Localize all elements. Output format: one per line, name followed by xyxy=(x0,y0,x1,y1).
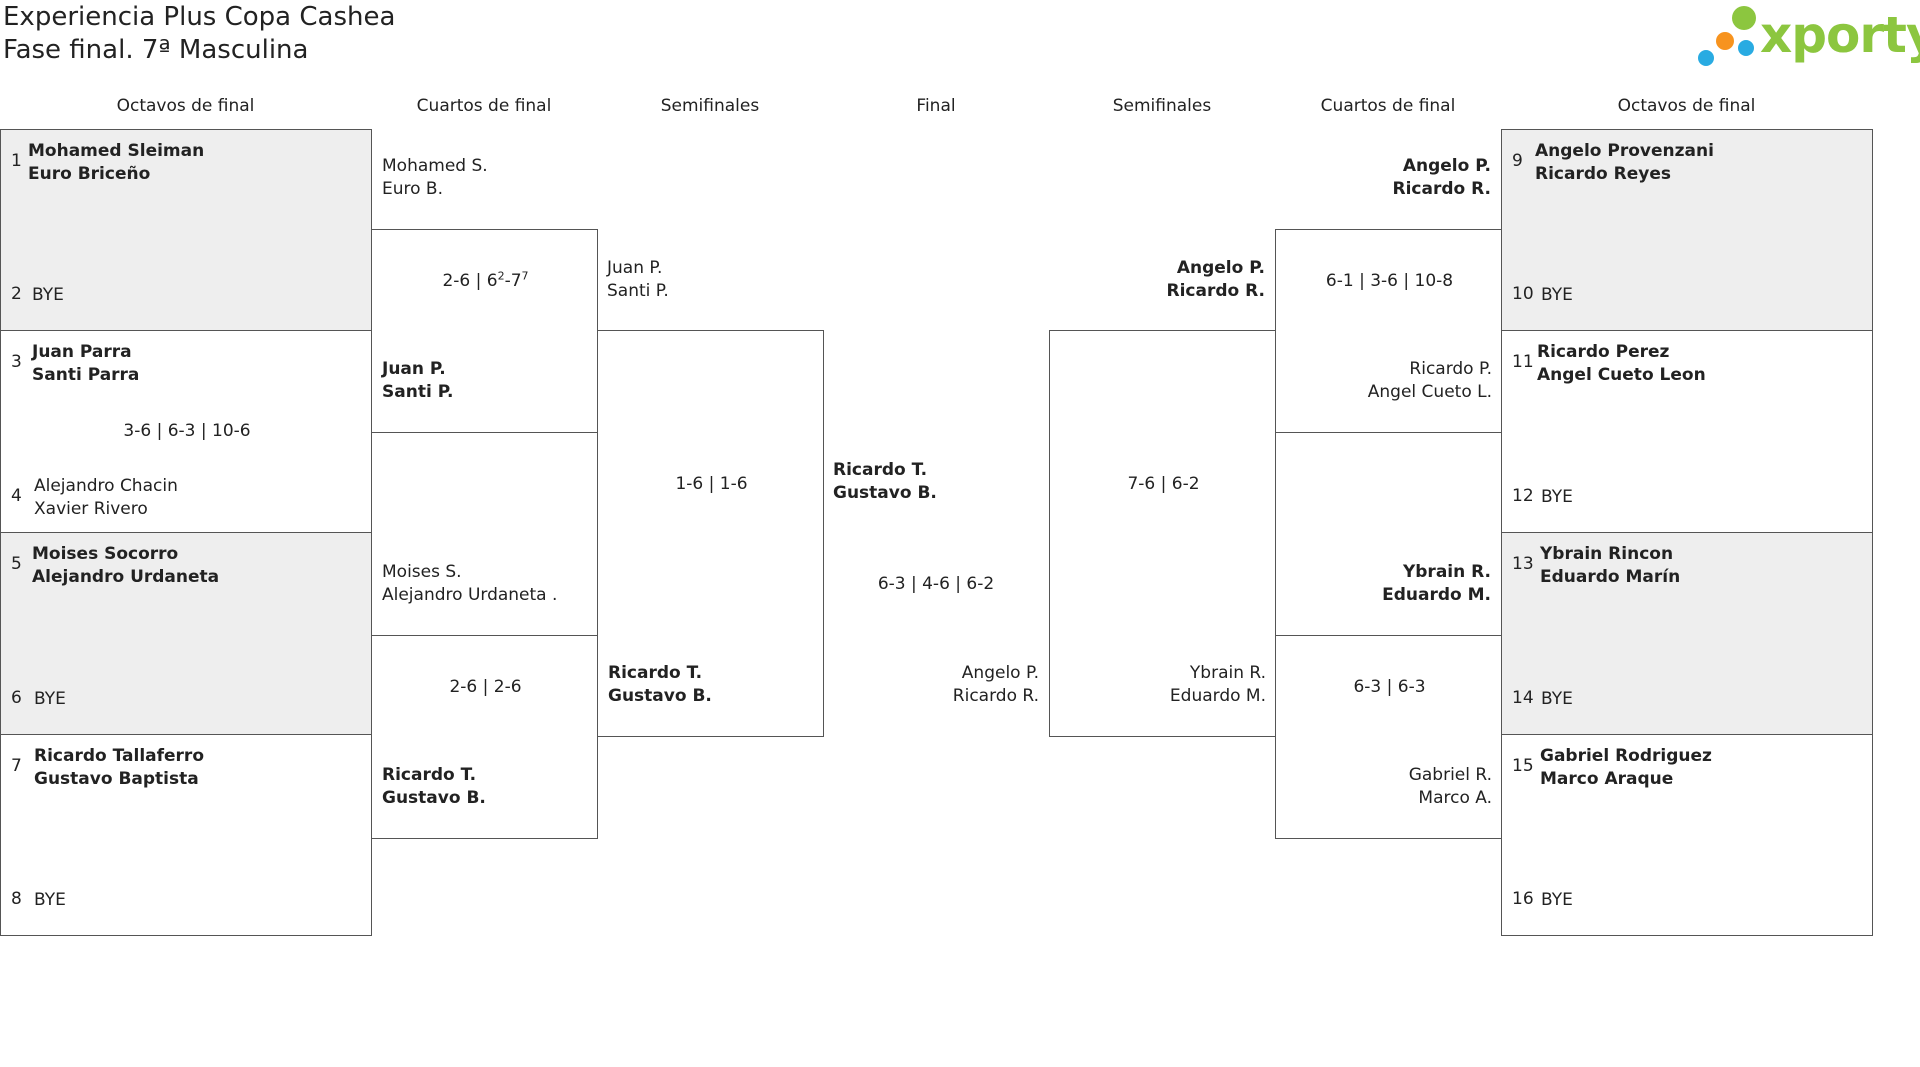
seed-number: 14 xyxy=(1512,688,1534,708)
header-final: Final xyxy=(916,96,956,116)
seed-number: 15 xyxy=(1512,756,1534,776)
match-score: 6-1 | 3-6 | 10-8 xyxy=(1325,271,1454,291)
team-bottom: Ricardo P.Angel Cueto L. xyxy=(1367,359,1492,402)
logo-dot-blue-small xyxy=(1698,50,1714,66)
match-score: 1-6 | 1-6 xyxy=(675,474,748,494)
tournament-title: Experiencia Plus Copa Cashea xyxy=(3,2,396,32)
match-score: 2-6 | 2-6 xyxy=(449,677,522,697)
logo-dot-green xyxy=(1732,6,1756,30)
seed-number: 4 xyxy=(11,486,22,506)
match-left-qf-1: 2-6 | 62-77 Juan P.Santi P. xyxy=(371,229,598,433)
team-bottom-bye: BYE xyxy=(34,890,66,910)
team-bottom: Ybrain R.Eduardo M. xyxy=(1169,663,1266,706)
logo-wordmark: xporty xyxy=(1760,6,1920,64)
seed-number: 1 xyxy=(11,151,22,171)
match-right-qf-2: 6-3 | 6-3 Gabriel R.Marco A. xyxy=(1275,635,1502,839)
left-qf2-top-team: Moises S.Alejandro Urdaneta . xyxy=(382,562,558,605)
team-bottom-bye: BYE xyxy=(1541,689,1573,709)
seed-number: 7 xyxy=(11,756,22,776)
seed-number: 8 xyxy=(11,889,22,909)
match-score: 6-3 | 6-3 xyxy=(1353,677,1426,697)
right-qf2-top-winner: Ybrain R.Eduardo M. xyxy=(1382,562,1491,605)
match-right-sf: 7-6 | 6-2 Ybrain R.Eduardo M. xyxy=(1049,330,1276,737)
seed-number: 2 xyxy=(11,284,22,304)
match-left-qf-2: 2-6 | 2-6 Ricardo T.Gustavo B. xyxy=(371,635,598,839)
team-bottom-bye: BYE xyxy=(34,689,66,709)
draw-subtitle: Fase final. 7ª Masculina xyxy=(3,35,309,65)
team-bottom-bye: BYE xyxy=(1541,285,1573,305)
match-score: 3-6 | 6-3 | 10-6 xyxy=(123,421,251,441)
seed-number: 6 xyxy=(11,688,22,708)
seed-number: 5 xyxy=(11,554,22,574)
header-left-sf: Semifinales xyxy=(660,96,760,116)
right-qf1-top-winner: Angelo P.Ricardo R. xyxy=(1392,156,1491,199)
header-left-r16: Octavos de final xyxy=(116,96,255,116)
seed-number: 12 xyxy=(1512,486,1534,506)
match-right-qf-1: 6-1 | 3-6 | 10-8 Ricardo P.Angel Cueto L… xyxy=(1275,229,1502,433)
header-right-r16: Octavos de final xyxy=(1617,96,1756,116)
team-bottom-winner: Juan P.Santi P. xyxy=(382,359,454,402)
final-winner: Ricardo T.Gustavo B. xyxy=(833,460,937,503)
right-sf-top-winner: Angelo P.Ricardo R. xyxy=(1166,258,1265,301)
seed-number: 16 xyxy=(1512,889,1534,909)
team-bottom-bye: BYE xyxy=(1541,487,1573,507)
team-bottom-winner: Ricardo T.Gustavo B. xyxy=(608,663,712,706)
match-score: 2-6 | 62-77 xyxy=(442,269,529,291)
team-bottom-bye: BYE xyxy=(32,285,64,305)
match-score: 7-6 | 6-2 xyxy=(1127,474,1200,494)
team-bottom-winner: Ricardo T.Gustavo B. xyxy=(382,765,486,808)
seed-number: 3 xyxy=(11,352,22,372)
seed-number: 10 xyxy=(1512,284,1534,304)
final-score: 6-3 | 4-6 | 6-2 xyxy=(877,574,995,594)
match-left-sf: 1-6 | 1-6 Ricardo T.Gustavo B. xyxy=(597,330,824,737)
xporty-logo: xporty xyxy=(1698,4,1920,70)
team-bottom-bye: BYE xyxy=(1541,890,1573,910)
final-runner-up: Angelo P.Ricardo R. xyxy=(952,663,1039,706)
header-left-qf: Cuartos de final xyxy=(416,96,552,116)
header-right-sf: Semifinales xyxy=(1112,96,1212,116)
seed-number: 11 xyxy=(1512,352,1534,372)
seed-number: 13 xyxy=(1512,554,1534,574)
left-qf1-top-team: Mohamed S.Euro B. xyxy=(382,156,488,199)
logo-dot-orange xyxy=(1716,32,1734,50)
logo-dot-blue xyxy=(1738,40,1754,56)
header-right-qf: Cuartos de final xyxy=(1320,96,1456,116)
team-bottom: Gabriel R.Marco A. xyxy=(1408,765,1492,808)
left-sf-top-team: Juan P.Santi P. xyxy=(607,258,669,301)
seed-number: 9 xyxy=(1512,151,1523,171)
